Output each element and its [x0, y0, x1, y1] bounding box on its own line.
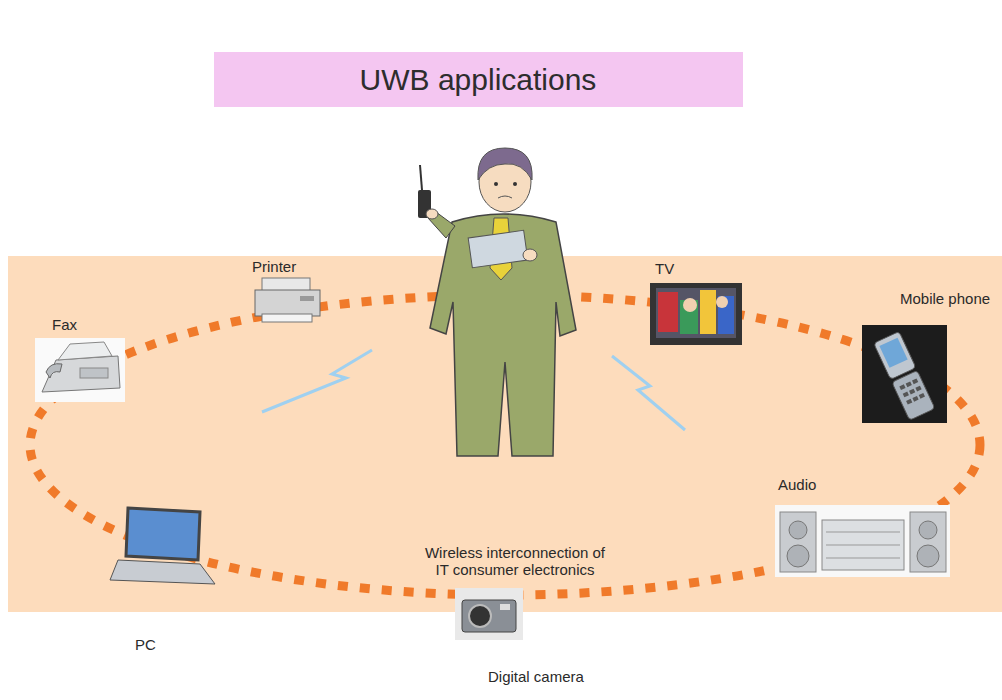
- fax-icon-part: [35, 338, 125, 402]
- person-figure-part: [468, 230, 528, 268]
- printer-icon-part: [262, 314, 312, 322]
- label-anchor: TV: [655, 260, 674, 277]
- person-figure-part: [478, 148, 532, 180]
- laptop-icon-part: [126, 508, 200, 560]
- mobile-phone-icon-part: [862, 325, 947, 423]
- label-anchor: Mobile phone: [900, 290, 990, 307]
- mobile-phone-icon-part-part: [892, 370, 935, 420]
- fax-icon-part: [80, 368, 108, 378]
- camera-icon-part: [500, 604, 510, 610]
- laptop-icon: [110, 508, 215, 584]
- device-label: Digital camera: [488, 668, 584, 685]
- label-anchor: Fax: [52, 316, 77, 333]
- tv-icon-part: [700, 290, 716, 334]
- tv-icon-part: [658, 292, 678, 332]
- mobile-phone-icon-part-part: [903, 392, 909, 398]
- label-anchor: Digital camera: [488, 668, 584, 685]
- device-label: Printer: [252, 258, 296, 275]
- camera-icon-part: [462, 600, 516, 632]
- fax-icon-part: [42, 356, 120, 392]
- printer-icon: [255, 278, 320, 322]
- radio-bolt: [612, 356, 685, 430]
- audio-icon-part: [822, 520, 904, 570]
- audio-icon-part: [919, 521, 937, 539]
- person-figure-part: [420, 165, 422, 190]
- tv-icon-part: [683, 298, 697, 312]
- device-label: PC: [135, 636, 156, 653]
- fax-icon-part: [58, 342, 112, 360]
- text-group: Wireless interconnection of IT consumer …: [420, 544, 610, 579]
- device-label: Mobile phone: [900, 290, 990, 307]
- label-anchor: Printer: [252, 258, 296, 275]
- camera-icon-part: [469, 605, 491, 627]
- audio-icon-part: [787, 545, 809, 567]
- tv-icon-part: [650, 283, 742, 345]
- fax-icon: [35, 338, 125, 402]
- person-figure: [418, 148, 576, 456]
- audio-icon-part: [910, 512, 946, 572]
- mobile-phone-icon-part-part: [906, 399, 912, 405]
- person-figure-part: [523, 249, 537, 261]
- tv-icon: [650, 283, 742, 345]
- label-anchor: Audio: [778, 476, 816, 493]
- audio-icon: [775, 505, 950, 577]
- mobile-phone-icon-part-part: [919, 393, 925, 399]
- node-caption: Wireless interconnection of IT consumer …: [420, 544, 610, 579]
- audio-icon-part: [775, 505, 950, 577]
- audio-icon-part: [826, 545, 900, 546]
- camera-icon: [455, 588, 523, 640]
- diagram-title: UWB applications: [360, 63, 597, 97]
- mobile-phone-icon-part: [874, 331, 935, 420]
- device-label: TV: [655, 260, 674, 277]
- fax-icon-part: [46, 364, 62, 378]
- mobile-phone-icon-part-part: [912, 396, 918, 402]
- person-figure-part: [426, 209, 438, 219]
- camera-icon-part: [455, 588, 523, 640]
- audio-icon-part: [826, 532, 900, 533]
- tv-icon-part: [656, 288, 736, 338]
- device-label: Audio: [778, 476, 816, 493]
- mobile-phone-icon: [862, 325, 947, 423]
- printer-icon-part: [255, 290, 320, 316]
- person-figure-part: [430, 214, 576, 456]
- audio-icon-part: [789, 521, 807, 539]
- radio-bolt: [262, 350, 372, 412]
- audio-icon-part: [917, 545, 939, 567]
- person-figure-part: [494, 182, 498, 186]
- printer-icon-part: [300, 296, 314, 301]
- label-anchor: PC: [135, 636, 156, 653]
- mobile-phone-icon-part-part: [879, 338, 907, 368]
- mobile-phone-icon-part-part: [906, 381, 912, 387]
- audio-icon-part: [780, 512, 816, 572]
- mobile-phone-icon-part-part: [909, 389, 915, 395]
- mobile-phone-icon-part-part: [874, 331, 916, 379]
- mobile-phone-icon-part-part: [912, 378, 918, 384]
- mobile-phone-icon-part-part: [899, 384, 905, 390]
- mobile-phone-icon-part-part: [915, 386, 921, 392]
- device-label: Fax: [52, 316, 77, 333]
- title-band: UWB applications: [214, 52, 743, 107]
- audio-icon-part: [826, 558, 900, 559]
- laptop-icon-part: [110, 560, 215, 584]
- person-figure-part: [498, 196, 512, 198]
- person-figure-part: [513, 182, 517, 186]
- tv-icon-part: [716, 296, 728, 308]
